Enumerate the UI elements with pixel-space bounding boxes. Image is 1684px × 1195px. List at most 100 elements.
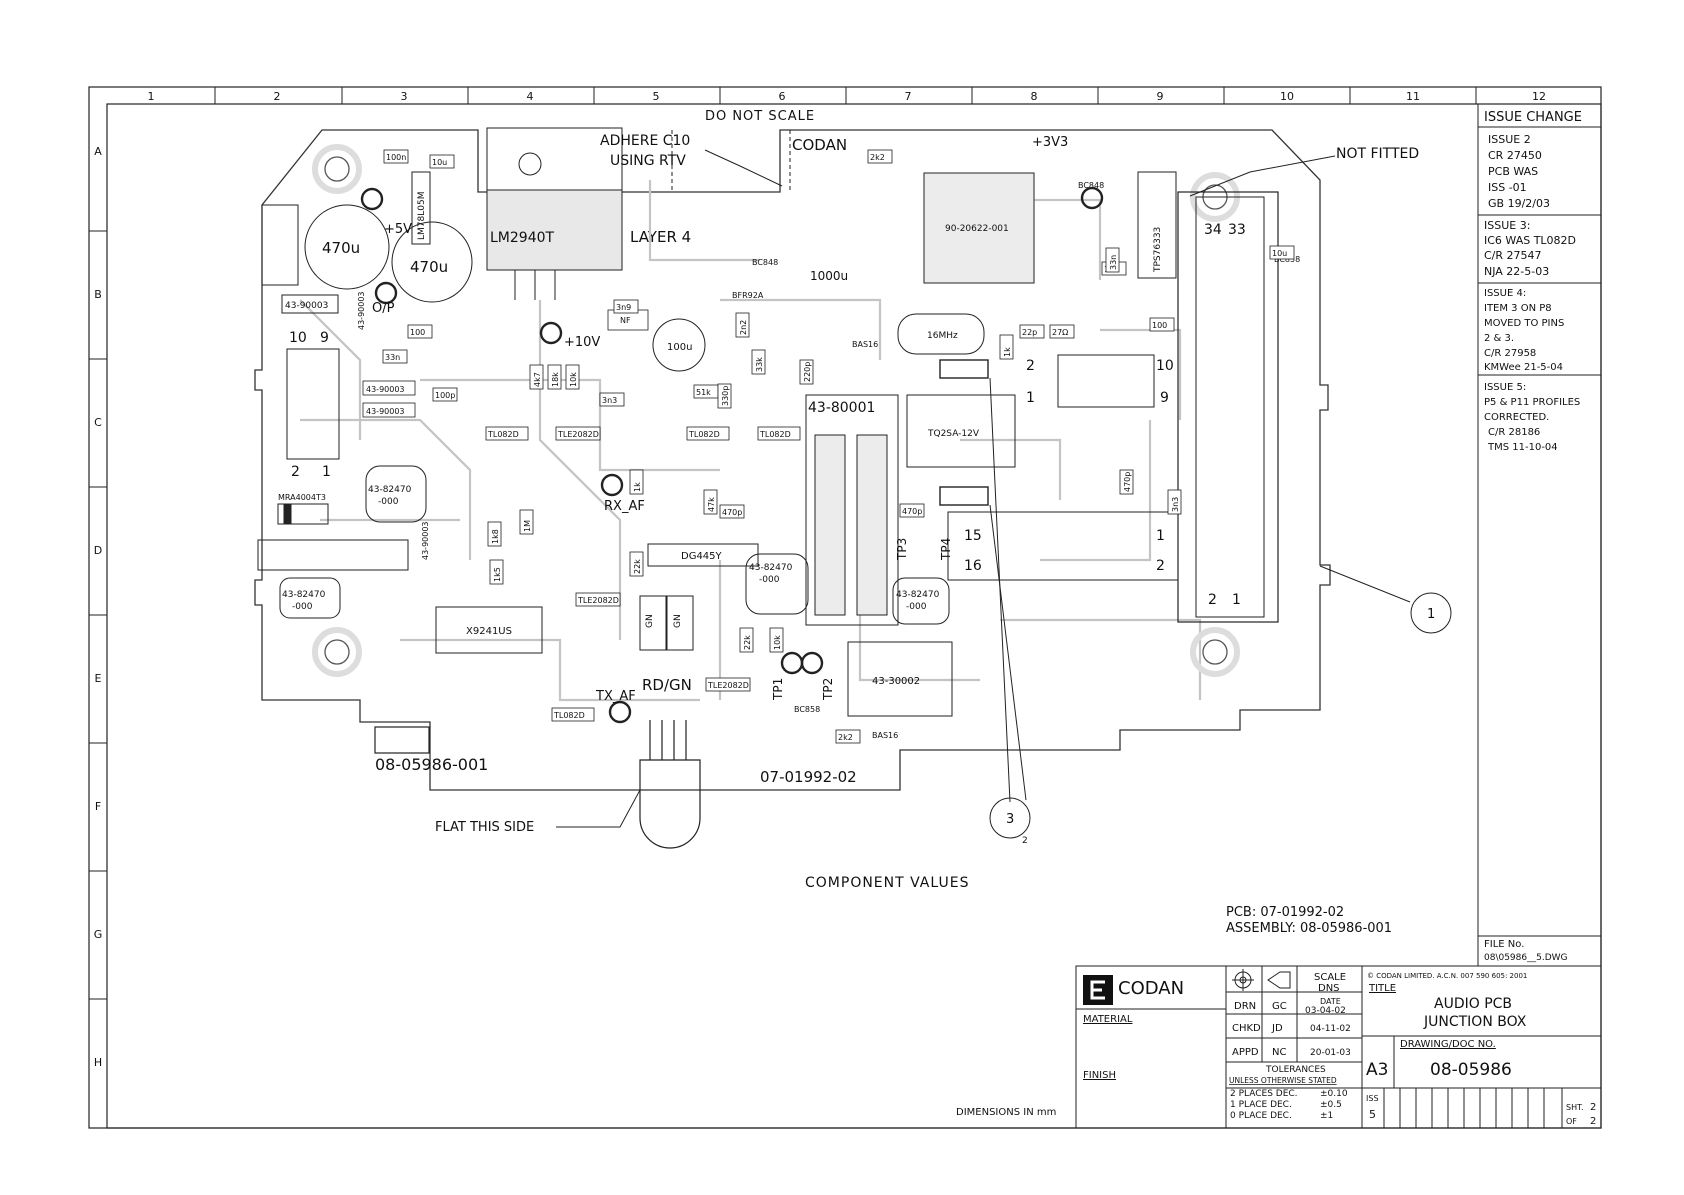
module-43-30002-label: 43-30002: [872, 676, 920, 687]
passive-chip: 470p: [719, 504, 745, 519]
lm2940-tab-hole: [518, 152, 542, 176]
passive-chip: 51k: [693, 384, 719, 399]
passive-chip: 4k7: [529, 364, 544, 390]
passive-chip: 2k2: [867, 149, 893, 164]
component-values-heading: COMPONENT VALUES: [805, 875, 969, 891]
drawing-number: 08-05986: [1430, 1060, 1512, 1080]
passive-chip-value: 3n3: [1171, 497, 1180, 512]
test-points: [360, 186, 1104, 724]
mounting-holes: [312, 144, 1240, 677]
mid-header-pin-2: 2: [1026, 358, 1035, 374]
issue5-line: CORRECTED.: [1484, 412, 1549, 423]
net-label-tp3: TP3: [895, 538, 909, 561]
tolerance-row-label: 1 PLACE DEC.: [1230, 1100, 1292, 1110]
callout-3-sublabel: 2: [1022, 836, 1028, 846]
codan-logo: CODAN: [1083, 975, 1184, 1005]
revision-header: ISSUE CHANGE: [1484, 110, 1582, 125]
tps-label: TPS76333: [1153, 227, 1163, 273]
net-label-rx-af: RX_AF: [604, 499, 645, 514]
passive-chip-value: 22k: [743, 635, 752, 650]
chkd-initials: JD: [1271, 1023, 1283, 1034]
sheet-value: 2: [1590, 1102, 1596, 1113]
date-label: DATE: [1320, 997, 1341, 1006]
p8-pin-33: 33: [1228, 222, 1246, 238]
passive-chip-value: 2n2: [739, 320, 748, 335]
passive-chip: 22p: [1019, 324, 1045, 339]
mcu-chip: [923, 172, 1035, 284]
label-pad: [374, 726, 430, 754]
ghost-silkscreen: LAYER 4 CODAN 07-01992-02: [630, 136, 857, 786]
relay-pad-lower: [939, 486, 989, 506]
testpoint-3v3: [1080, 186, 1104, 210]
pin-header-left: [286, 348, 340, 460]
connector-43-80001: [805, 394, 899, 626]
title-label: TITLE: [1368, 983, 1396, 994]
ic-dg445y: [647, 543, 759, 567]
revision-block: [1477, 104, 1601, 966]
callout-3-label: 3: [1006, 812, 1014, 827]
tolerance-row-value: ±1: [1320, 1111, 1333, 1121]
mounting-hole: [324, 639, 350, 665]
of-value: 2: [1590, 1116, 1596, 1127]
regulator-tps76333: [1137, 171, 1177, 279]
layer-ghost-label: LAYER 4: [630, 228, 691, 246]
passive-chip: 1k5: [489, 559, 504, 585]
issue-4-entry: ISSUE 4: ITEM 3 ON P8 MOVED TO PINS 2 & …: [1484, 288, 1564, 373]
tl082-label-2: TL082D: [688, 430, 720, 439]
passive-chip: 10u: [1269, 245, 1295, 260]
bc858-label-b: BC858: [794, 705, 820, 714]
tolerance-row-value: ±0.10: [1320, 1089, 1348, 1099]
of-label: OF: [1566, 1117, 1577, 1126]
grid-col-12: 12: [1532, 90, 1546, 103]
net-label-tp1: TP1: [771, 678, 785, 701]
grid-col-5: 5: [653, 90, 660, 103]
passive-chip: 27Ω: [1049, 324, 1075, 339]
footprint-43-82470-a-suffix: -000: [378, 497, 399, 507]
grid-col-8: 8: [1031, 90, 1038, 103]
ic-x9241us: [435, 606, 543, 654]
passive-chip: 22k: [739, 627, 754, 653]
grid-row-a: A: [94, 145, 102, 158]
passive-chip-value: 47k: [707, 497, 716, 512]
revision-texts: ISSUE CHANGE ISSUE 2 CR 27450 PCB WAS IS…: [1484, 110, 1582, 963]
tl082-label-1: TL082D: [487, 430, 519, 439]
tl082-label-3: TL082D: [759, 430, 791, 439]
nf-label: NF: [620, 316, 631, 325]
testpoint-op: [374, 281, 398, 305]
footprint-43-82470-c: [745, 553, 809, 615]
passive-chip: 3n3: [599, 392, 625, 407]
passive-chip-value: 1k8: [491, 529, 500, 544]
issue-value: 5: [1369, 1108, 1376, 1121]
issue2-line: ISS -01: [1488, 181, 1527, 194]
passive-chip: 22k: [629, 551, 644, 577]
passive-chip-value: 33n: [1109, 255, 1118, 270]
tolerances-sub: UNLESS OTHERWISE STATED: [1229, 1076, 1337, 1085]
pcb-components: LM2940T 470u 470u LM78L05M 100u 90-20622…: [257, 127, 1279, 717]
passive-chip: 1k: [629, 469, 644, 495]
issue4-line: ISSUE 4:: [1484, 288, 1526, 299]
crystal-16mhz: [897, 313, 985, 355]
annotation-texts: ADHERE C10 USING RTV NOT FITTED FLAT THI…: [435, 133, 1435, 1118]
grid-row-b: B: [94, 288, 102, 301]
pcb-outline: [254, 129, 1331, 791]
footprint-43-82470-b: [279, 577, 341, 619]
grid-col-9: 9: [1157, 90, 1164, 103]
passive-chip: 10k: [565, 364, 580, 390]
svg-text:GN: GN: [673, 614, 683, 628]
net-label-tx-af: TX_AF: [595, 689, 636, 704]
pin-numbers: 10 9 2 1 2 10 1 9 34 33 2 1 15 16 1 2: [289, 222, 1246, 608]
u16-pin-2: 2: [1156, 558, 1165, 574]
testpoint-10v: [539, 321, 563, 345]
passive-chip: 1M: [519, 509, 534, 535]
capacitor-470u-right: [391, 221, 473, 303]
copyright-notice: © CODAN LIMITED. A.C.N. 007 590 605: 200…: [1367, 972, 1527, 980]
header-43-90003-label-c: 43-90003: [366, 407, 405, 416]
passive-chip: 3n3: [1167, 489, 1182, 515]
grid-col-11: 11: [1406, 90, 1420, 103]
u16-pin-16: 16: [964, 558, 982, 574]
footprint-43-82470-c-suffix: -000: [759, 575, 780, 585]
tolerance-row-label: 2 PLACES DEC.: [1230, 1089, 1298, 1099]
issue4-line: KMWee 21-5-04: [1484, 362, 1563, 373]
passive-chip-value: 10u: [1272, 249, 1287, 258]
testpoint-rx-af: [600, 473, 624, 497]
